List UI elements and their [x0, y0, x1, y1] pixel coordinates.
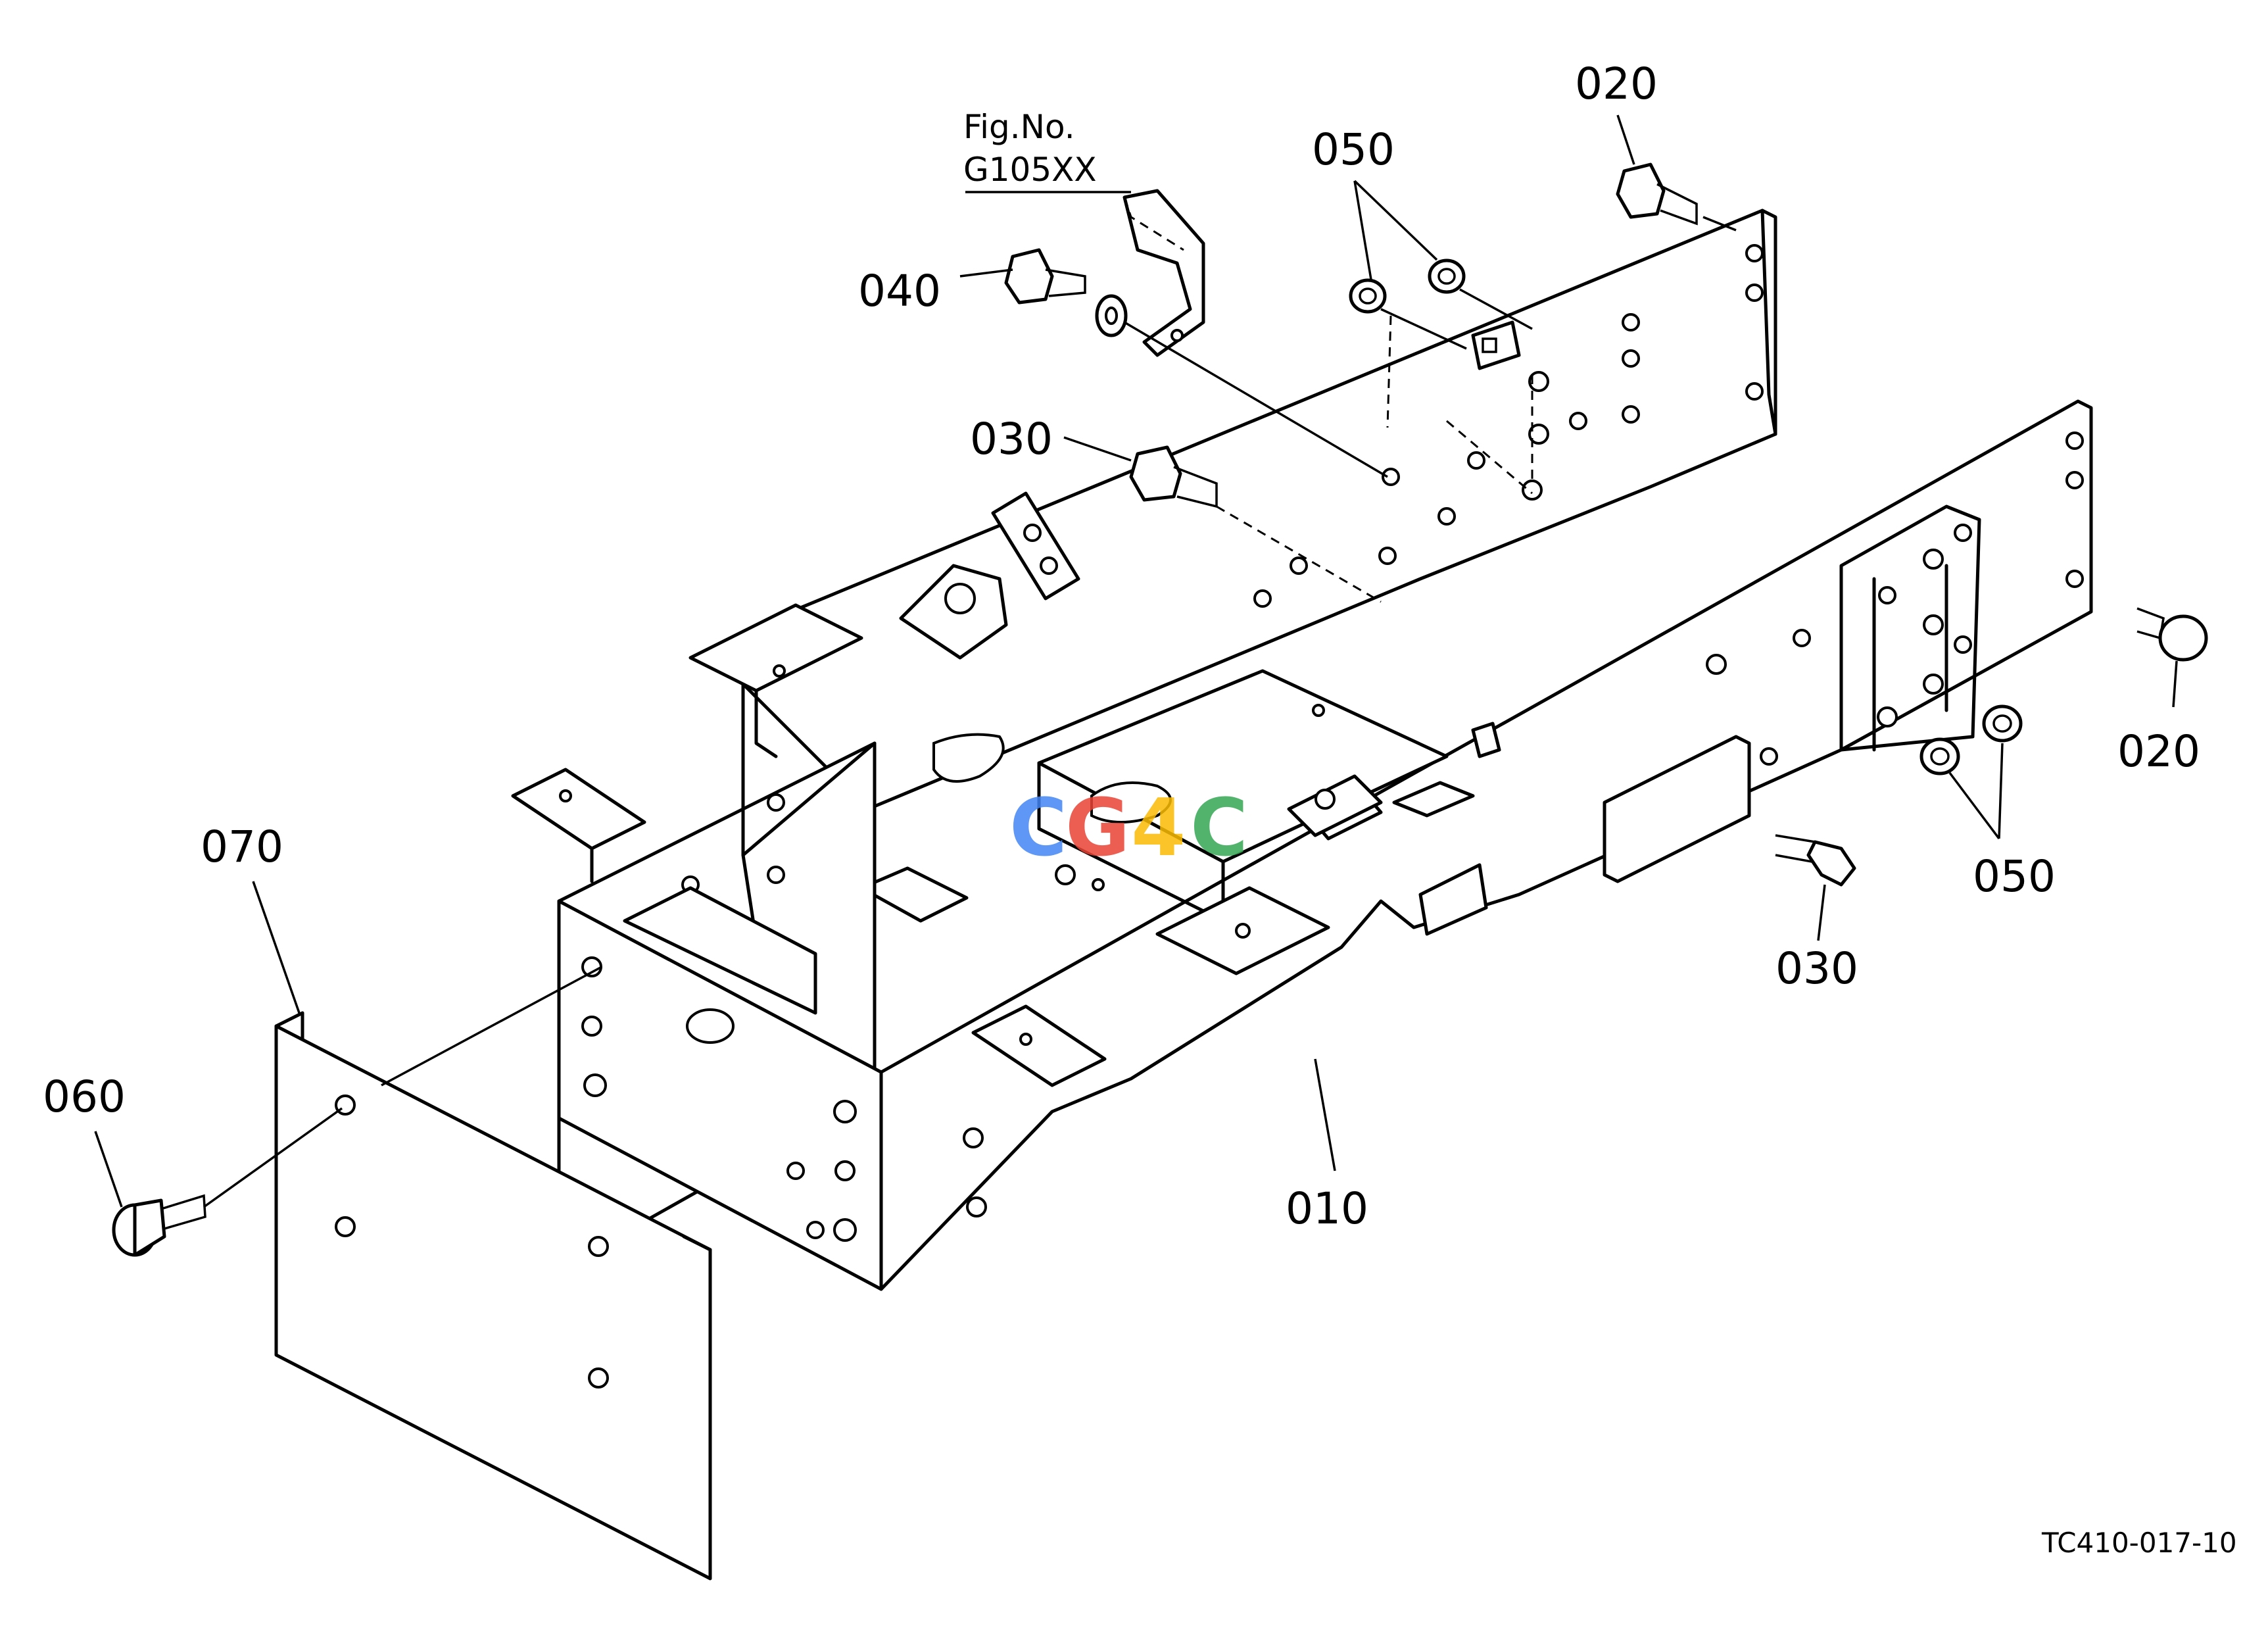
bumper-plate-070 [274, 1011, 712, 1581]
figure-reference-line2: G105XX [963, 151, 1097, 189]
watermark-logo: C G 4 C [1009, 783, 1248, 874]
bolt-020-right [2136, 607, 2208, 662]
watermark-letter-4: C [1190, 783, 1248, 874]
callout-030-top: 030 [970, 414, 1053, 464]
nuts-050-top [1349, 258, 1466, 314]
referenced-bracket [1122, 189, 1205, 357]
leader-lines [94, 114, 2178, 1208]
nuts-050-right [1919, 704, 2023, 775]
callout-030-right: 030 [1775, 943, 1858, 994]
frame-010 [511, 209, 2093, 1291]
callout-050-top: 050 [1312, 124, 1395, 175]
callout-020-right: 020 [2117, 726, 2200, 777]
assembly-lines [203, 216, 1737, 1208]
watermark-letter-2: G [1065, 783, 1130, 874]
bolt-030-top [1129, 445, 1218, 508]
bolt-060 [112, 1194, 206, 1257]
bolt-020-top [1616, 162, 1698, 226]
callout-070: 070 [201, 822, 283, 872]
bolt-040 [1004, 248, 1128, 337]
watermark-letter-3: 4 [1131, 783, 1186, 874]
bolt-030-right [1775, 834, 1856, 887]
callout-020-top: 020 [1575, 59, 1658, 109]
callout-060: 060 [43, 1071, 126, 1122]
callout-050-right: 050 [1973, 851, 2056, 902]
watermark-letter-1: C [1009, 783, 1067, 874]
callout-010: 010 [1286, 1183, 1368, 1234]
figure-reference-line1: Fig.No. [963, 108, 1075, 146]
callout-040: 040 [858, 266, 941, 316]
drawing-code: TC410-017-10 [2041, 1527, 2237, 1559]
